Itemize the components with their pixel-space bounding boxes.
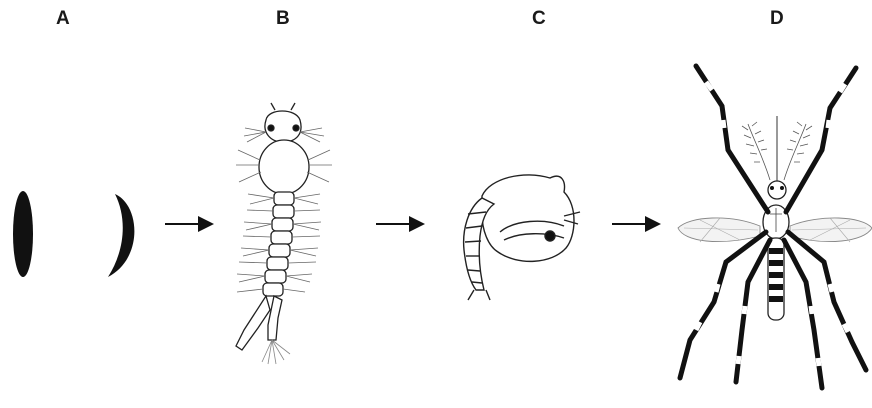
pupa-illustration (464, 175, 580, 300)
egg-illustration (13, 191, 134, 277)
larva-illustration (236, 103, 332, 364)
egg-crescent (108, 194, 134, 277)
adult-mosquito-illustration (678, 66, 872, 388)
egg-side-view (13, 191, 33, 277)
